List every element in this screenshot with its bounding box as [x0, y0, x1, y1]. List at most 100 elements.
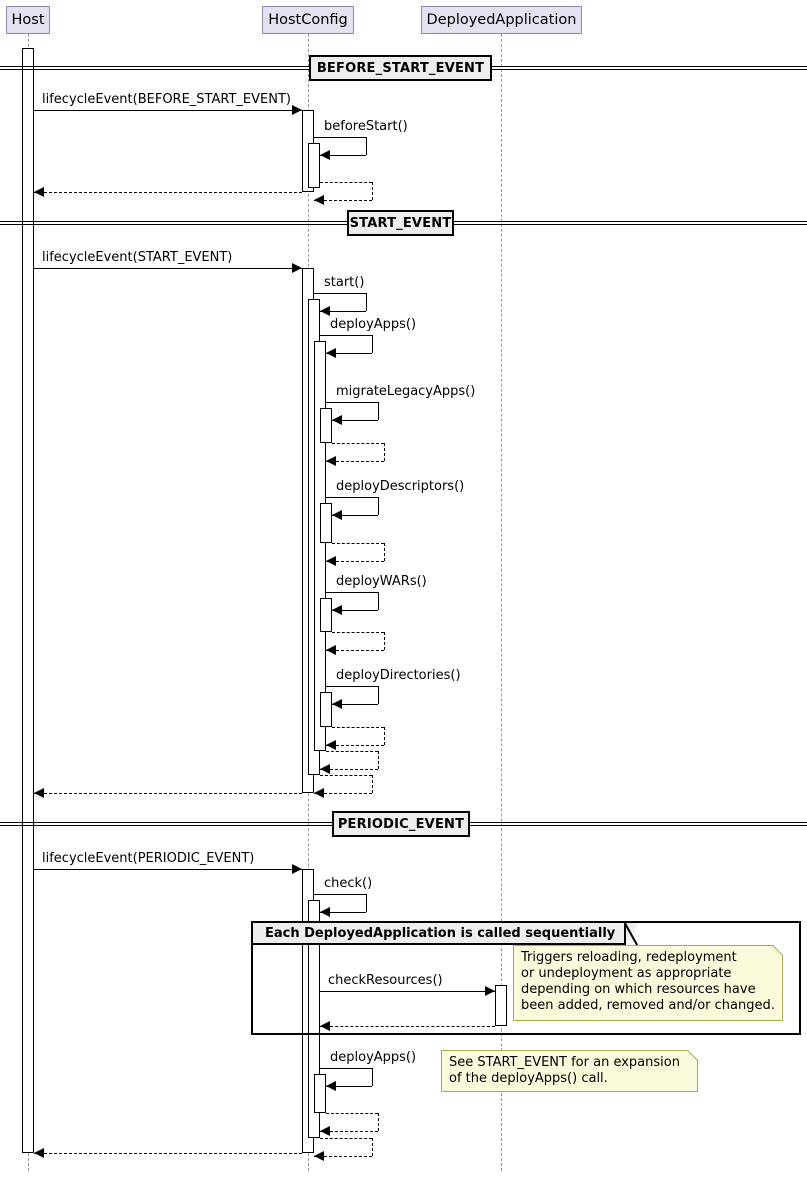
self-message-line	[378, 751, 379, 769]
self-message-line	[320, 1138, 372, 1139]
activation-bar	[320, 408, 332, 443]
self-message-line	[326, 745, 384, 746]
self-message-line	[314, 793, 372, 794]
divider-start: START_EVENT	[347, 210, 454, 236]
message-line	[34, 192, 302, 193]
message-label: deployWARs()	[336, 574, 427, 589]
message-label: deployDescriptors()	[336, 479, 465, 494]
self-message-line	[314, 1156, 372, 1157]
message-label: beforeStart()	[324, 119, 408, 134]
participant-app[interactable]: DeployedApplication	[421, 6, 582, 34]
divider-before-start: BEFORE_START_EVENT	[309, 55, 492, 81]
note-fold-corner	[688, 1050, 698, 1060]
message-label: lifecycleEvent(BEFORE_START_EVENT)	[42, 92, 291, 107]
arrow-head-left	[326, 1081, 336, 1091]
self-message-line	[384, 543, 385, 561]
arrow-head-left	[332, 605, 342, 615]
message-line	[320, 991, 495, 992]
self-message-line	[372, 335, 373, 353]
message-label: lifecycleEvent(START_EVENT)	[42, 250, 233, 265]
message-label: lifecycleEvent(PERIODIC_EVENT)	[42, 851, 255, 866]
activation-bar	[314, 1074, 326, 1113]
arrow-head-right	[292, 105, 302, 115]
lifeline-app	[501, 34, 502, 1171]
arrow-head-left	[320, 150, 330, 160]
self-message-line	[326, 402, 378, 403]
message-label: start()	[324, 275, 365, 290]
self-message-line	[326, 353, 372, 354]
self-message-line	[384, 727, 385, 745]
self-message-line	[332, 443, 384, 444]
activation-bar	[320, 598, 332, 632]
self-message-line	[320, 1131, 378, 1132]
arrow-head-left	[320, 1021, 330, 1031]
self-message-line	[326, 751, 378, 752]
self-message-line	[326, 497, 378, 498]
arrow-head-left	[326, 645, 336, 655]
message-line	[34, 110, 302, 111]
activation-bar	[495, 985, 507, 1026]
arrow-head-left	[326, 456, 336, 466]
self-message-line	[326, 561, 384, 562]
self-message-line	[320, 182, 372, 183]
activation-bar	[320, 503, 332, 543]
self-message-line	[332, 515, 378, 516]
arrow-head-left	[34, 788, 44, 798]
self-message-line	[372, 1138, 373, 1156]
group-label: Each DeployedApplication is called seque…	[253, 923, 626, 945]
note: See START_EVENT for an expansion of the …	[441, 1050, 698, 1092]
self-message-line	[332, 610, 378, 611]
self-message-line	[314, 293, 366, 294]
message-label: deployDirectories()	[336, 668, 461, 683]
message-label: check()	[324, 876, 373, 891]
participant-host[interactable]: Host	[6, 6, 50, 34]
arrow-head-left	[326, 556, 336, 566]
participant-config[interactable]: HostConfig	[262, 6, 354, 34]
arrow-head-left	[314, 195, 324, 205]
self-message-line	[314, 894, 366, 895]
self-message-line	[384, 632, 385, 650]
arrow-head-left	[320, 764, 330, 774]
self-message-line	[332, 420, 378, 421]
self-message-line	[314, 137, 366, 138]
self-message-line	[332, 543, 384, 544]
activation-bar	[320, 692, 332, 727]
arrow-head-left	[320, 907, 330, 917]
note: Triggers reloading, redeployment or unde…	[513, 945, 783, 1021]
self-message-line	[378, 402, 379, 420]
self-message-line	[320, 335, 372, 336]
self-message-line	[320, 912, 366, 913]
arrow-head-left	[332, 510, 342, 520]
self-message-line	[378, 592, 379, 610]
divider-periodic: PERIODIC_EVENT	[332, 811, 470, 837]
self-message-line	[366, 894, 367, 912]
group-frame	[251, 921, 801, 1035]
message-label: deployApps()	[330, 317, 417, 332]
arrow-head-left	[314, 1151, 324, 1161]
self-message-line	[366, 137, 367, 155]
note-fold-corner	[773, 945, 783, 955]
message-line	[34, 268, 302, 269]
arrow-head-left	[314, 788, 324, 798]
self-message-line	[332, 632, 384, 633]
self-message-line	[378, 686, 379, 704]
self-message-line	[326, 461, 384, 462]
arrow-head-left	[326, 348, 336, 358]
arrow-head-right	[292, 263, 302, 273]
self-message-line	[320, 1068, 372, 1069]
arrow-head-right	[292, 864, 302, 874]
arrow-head-left	[326, 740, 336, 750]
activation-bar	[314, 341, 326, 751]
arrow-head-left	[332, 415, 342, 425]
self-message-line	[378, 497, 379, 515]
self-message-line	[372, 775, 373, 793]
message-label: deployApps()	[330, 1050, 417, 1065]
self-message-line	[332, 704, 378, 705]
arrow-head-left	[332, 699, 342, 709]
self-message-line	[314, 200, 372, 201]
self-message-line	[326, 1113, 378, 1114]
self-message-line	[378, 1113, 379, 1131]
self-message-line	[326, 592, 378, 593]
self-message-line	[384, 443, 385, 461]
